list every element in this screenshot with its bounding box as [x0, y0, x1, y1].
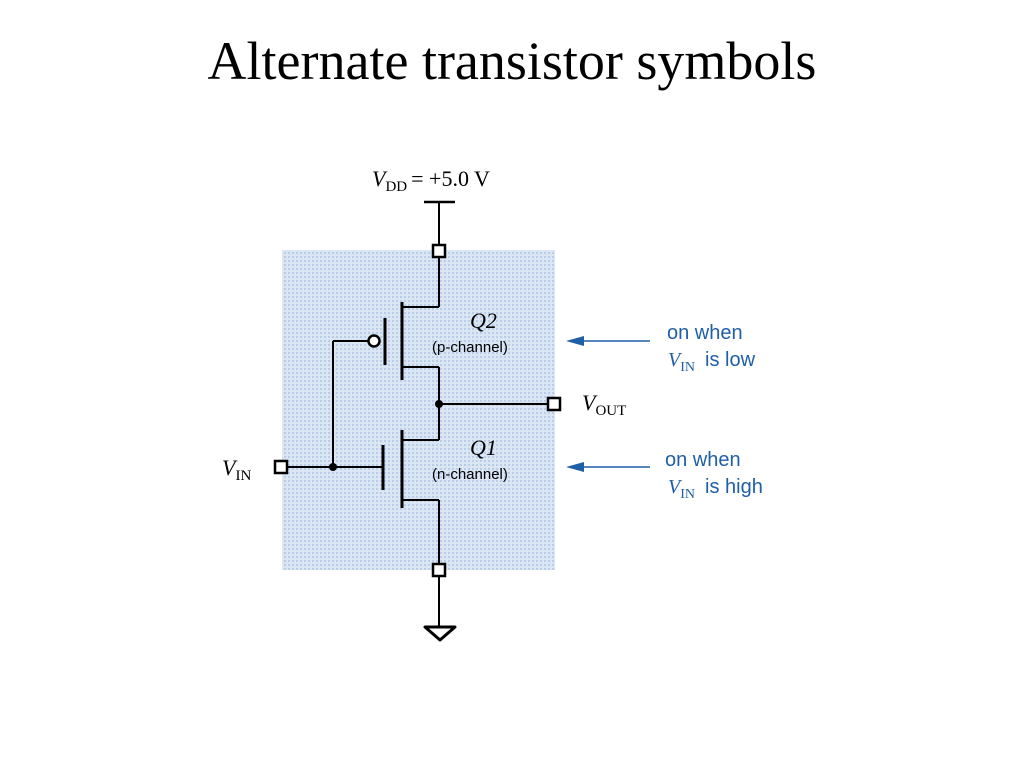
q2-name: Q2: [470, 308, 497, 333]
q1-note-line1: on when: [665, 449, 741, 471]
ground-terminal[interactable]: [431, 562, 447, 578]
q1-type: (n-channel): [432, 466, 508, 483]
vin-terminal[interactable]: [273, 459, 289, 475]
q2-note-line1: on when: [667, 322, 743, 344]
q2-type: (p-channel): [432, 339, 508, 356]
ground-symbol: [423, 625, 457, 642]
q1-annotation-arrow: [566, 462, 650, 472]
slide-title: Alternate transistor symbols: [207, 31, 817, 91]
vdd-label: VDD= +5.0 V: [372, 166, 490, 195]
q2-gate-bubble: [367, 334, 381, 348]
vdd-terminal[interactable]: [431, 243, 447, 259]
q2-annotation-arrow: [566, 336, 650, 346]
vout-terminal[interactable]: [546, 396, 562, 412]
vout-label: VOUT: [582, 390, 626, 419]
input-node: [329, 463, 337, 471]
ic-shaded-region: [282, 250, 555, 570]
q1-name: Q1: [470, 435, 497, 460]
vin-label: VIN: [222, 455, 251, 484]
